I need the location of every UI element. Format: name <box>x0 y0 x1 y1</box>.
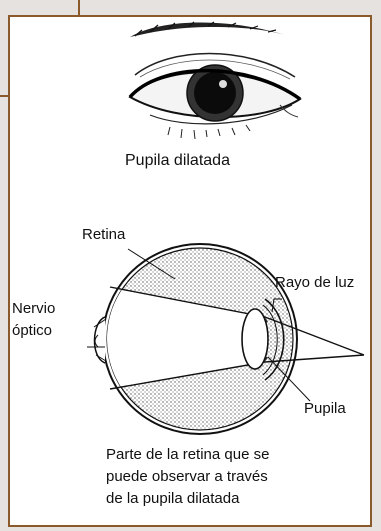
caption-line-2: puede observar a través <box>106 468 268 485</box>
label-pupila: Pupila <box>304 400 346 417</box>
eye-cross-section <box>87 243 365 435</box>
label-nervio: Nervio <box>12 300 56 317</box>
label-rayo-de-luz: Rayo de luz <box>275 274 355 291</box>
caption-line-1: Parte de la retina que se <box>106 446 270 463</box>
caption-pupila-dilatada: Pupila dilatada <box>125 152 230 169</box>
illustration-card: Pupila dilatada Retina Rayo de luz Nervi… <box>8 15 372 527</box>
eye-illustration <box>87 21 365 435</box>
frame-line-left <box>0 95 9 97</box>
eye-front-drawing <box>128 21 302 140</box>
label-optico: óptico <box>12 322 53 339</box>
caption-line-3: de la pupila dilatada <box>106 490 240 507</box>
frame-line-top <box>78 0 80 17</box>
label-retina: Retina <box>82 226 126 243</box>
